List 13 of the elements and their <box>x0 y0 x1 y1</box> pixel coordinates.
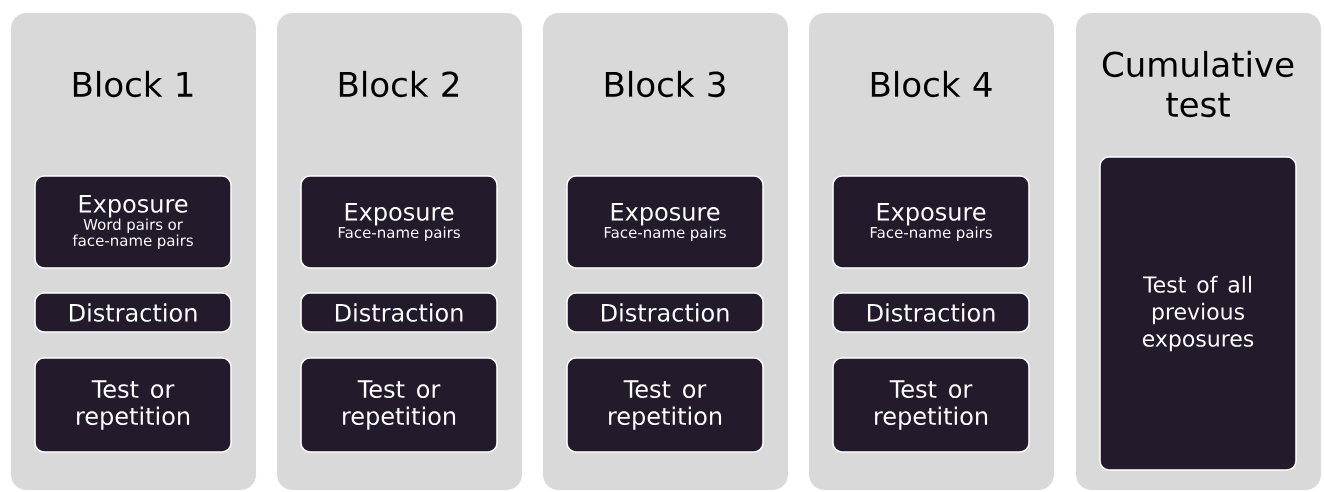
step-box: Test or repetition <box>300 357 498 453</box>
step-box: Test of all previous exposures <box>1099 156 1297 471</box>
step-box: Exposure Face-name pairs <box>832 175 1030 269</box>
step-box: Distraction <box>566 292 764 333</box>
step-box: Exposure Face-name pairs <box>300 175 498 269</box>
step-box: Distraction <box>34 292 232 333</box>
step-box: Distraction <box>300 292 498 333</box>
step-box: Test or repetition <box>566 357 764 453</box>
step-box: Exposure Word pairs or face-name pairs <box>34 175 232 269</box>
step-box: Exposure Face-name pairs <box>566 175 764 269</box>
step-box: Test or repetition <box>832 357 1030 453</box>
step-box: Test or repetition <box>34 357 232 453</box>
step-box: Distraction <box>832 292 1030 333</box>
